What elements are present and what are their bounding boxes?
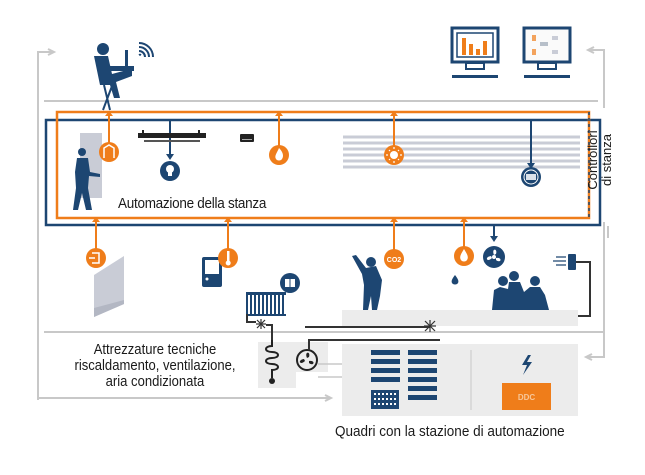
orange-arrow-heads <box>92 111 468 222</box>
right-top-return-line <box>590 49 605 108</box>
window-contact-sensor-icon <box>86 248 106 268</box>
fan-control-icon <box>483 246 505 268</box>
ddc-controller <box>502 383 551 410</box>
arrow-head-icon <box>585 46 595 54</box>
room-automation-box <box>55 110 591 220</box>
technical-equipment-label: Attrezzature tecniche riscaldamento, ven… <box>52 342 259 390</box>
thermostat-icon <box>202 257 222 287</box>
automation-panels-label: Quadri con la stazione di automazione <box>335 423 565 440</box>
room-controllers-label: Controllori di stanza <box>585 120 614 200</box>
room-controllers-line1: Controllori <box>585 130 600 190</box>
floor-strip <box>342 310 578 326</box>
co2-text: CO2 <box>387 257 402 264</box>
light-bulb-control-icon <box>160 161 180 181</box>
power-bolt-icon <box>522 355 532 375</box>
room-controllers-box <box>44 118 602 227</box>
monitor-schematic-icon <box>522 26 572 78</box>
orange-connectors <box>95 112 465 252</box>
cooling-snowflake-icon <box>424 320 436 332</box>
operator-at-laptop-icon <box>94 43 134 111</box>
navy-arrow-heads <box>166 154 535 242</box>
heating-snowflake-icon <box>256 319 266 329</box>
arrow-head-icon <box>47 48 57 56</box>
fire-sensor-icon <box>269 145 289 165</box>
heating-coil-icon <box>265 340 279 378</box>
arrow-head-icon <box>583 353 593 361</box>
water-drop-icon <box>451 275 459 285</box>
co2-sensor-icon: CO2 <box>384 249 404 269</box>
equipment-line1: Attrezzature tecniche <box>93 342 217 358</box>
fan-unit-icon <box>296 339 440 371</box>
person-at-door-icon <box>73 148 100 210</box>
room-automation-label: Automazione della stanza <box>118 195 267 212</box>
smoke-detector-icon <box>240 134 254 142</box>
radiator-icon <box>246 292 286 316</box>
outer-grey-lines <box>37 46 609 402</box>
monitor-chart-icon <box>450 26 500 78</box>
window-icon <box>94 256 124 317</box>
ceiling-light-icon <box>138 130 206 142</box>
wifi-signal-icon <box>138 42 154 58</box>
left-return-line <box>37 51 52 400</box>
meeting-people-icon <box>492 271 549 310</box>
blind-actuator-icon <box>521 167 541 187</box>
equipment-line3: aria condizionata <box>105 374 205 390</box>
humidity-sensor-icon <box>454 246 474 266</box>
equipment-line2: riscaldamento, ventilazione, <box>74 358 236 374</box>
door-contact-sensor-icon <box>99 142 119 162</box>
radiator-valve-icon <box>280 273 300 293</box>
sun-sensor-icon <box>384 145 404 165</box>
person-waving-icon <box>352 255 382 310</box>
right-bottom-return-line <box>588 222 605 358</box>
ddc-label: DDC <box>518 393 536 402</box>
terminal-grid <box>374 393 396 405</box>
arrow-head-icon <box>324 394 334 402</box>
blinds <box>343 135 580 169</box>
room-controllers-line2: di stanza <box>599 133 614 187</box>
temperature-sensor-icon <box>218 248 238 268</box>
